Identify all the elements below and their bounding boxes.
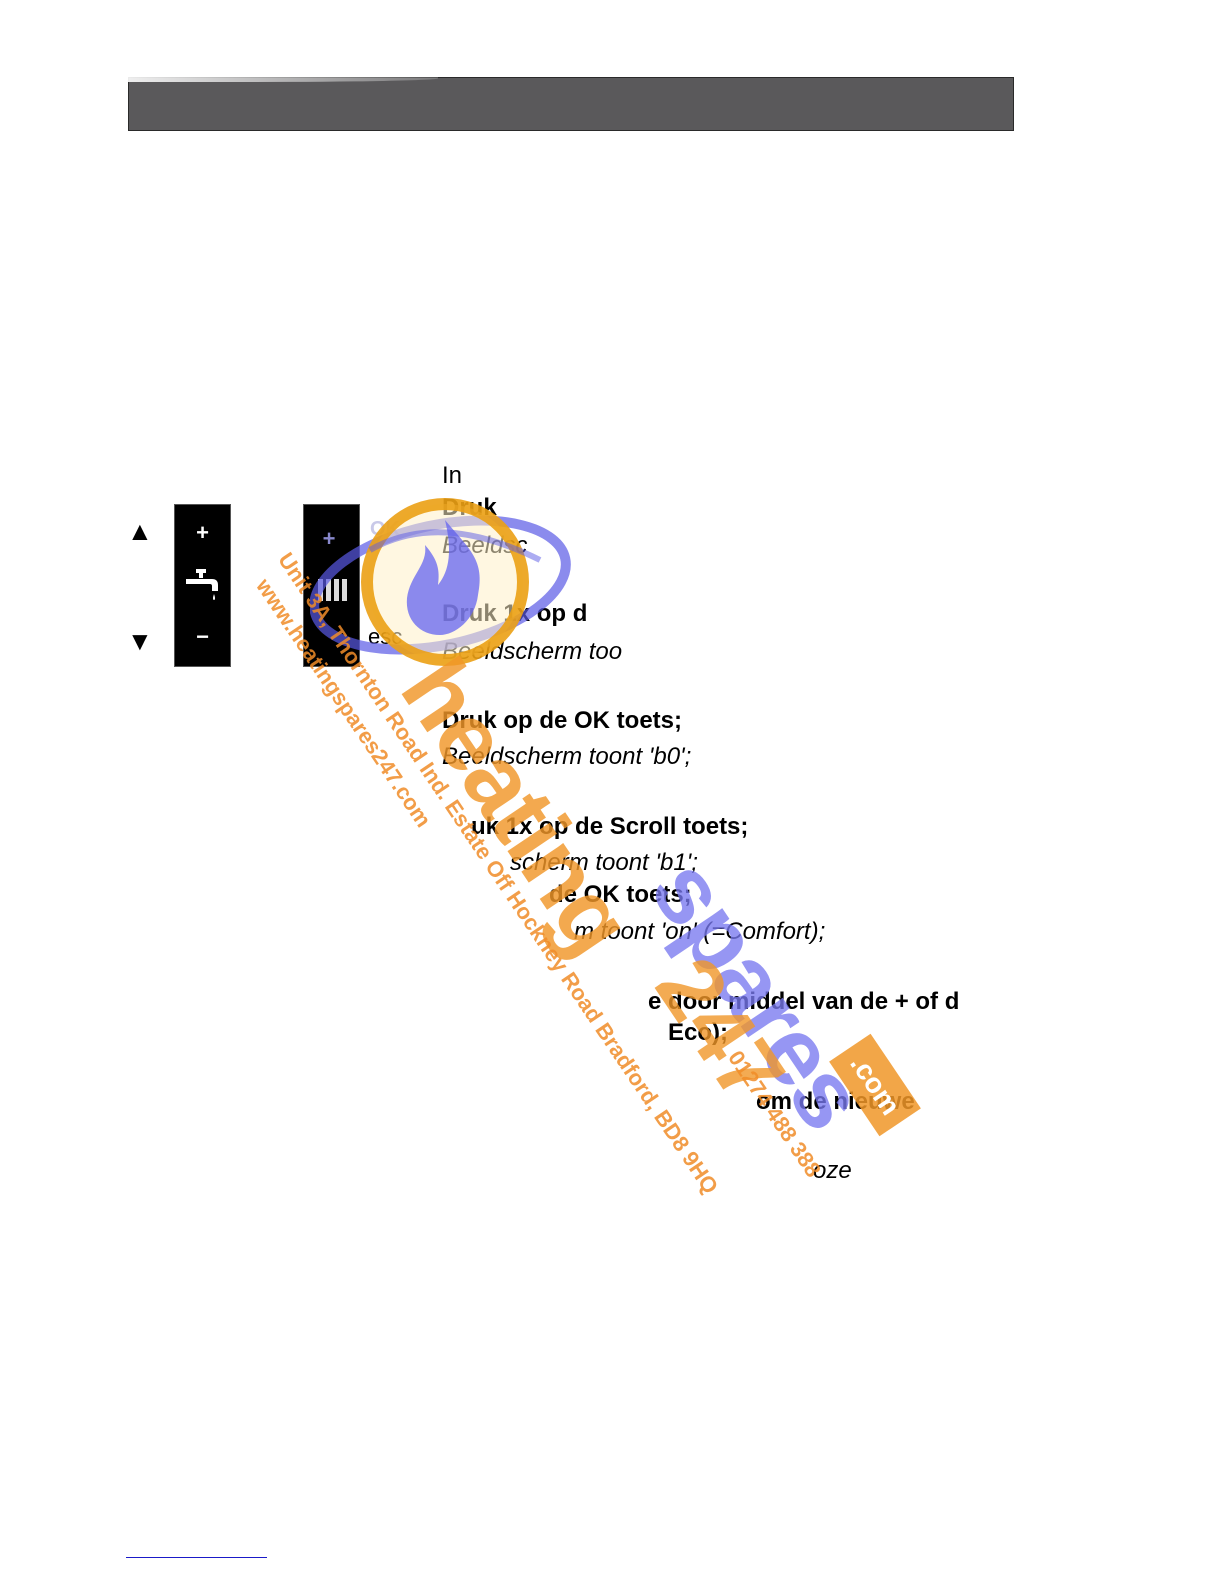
tap-icon <box>186 569 218 600</box>
esc-label: esc <box>368 624 403 649</box>
step-6-text: e door middel van de + of d <box>648 988 960 1015</box>
intro-text: In <box>442 462 463 489</box>
section-header-bar <box>128 77 1014 131</box>
step-1-result: Beeldsc <box>442 532 528 559</box>
dhw-control-panel: + − <box>174 504 231 667</box>
step-1-text: Druk <box>442 494 497 521</box>
step-7-result: oze <box>813 1157 852 1184</box>
plus-button[interactable]: + <box>196 520 209 545</box>
step-5-result: m toont 'on' (=Comfort); <box>574 918 826 945</box>
footer-rule <box>126 1557 267 1558</box>
step-4-result: scherm toont 'b1'; <box>510 849 698 876</box>
ok-label: OK <box>370 518 400 540</box>
step-5-text: de OK toets; <box>549 881 692 908</box>
arrow-down-icon: ▼ <box>127 626 153 656</box>
step-3-result: Beeldscherm toont 'b0'; <box>442 743 692 770</box>
arrow-up-icon: ▲ <box>127 516 153 546</box>
step-6-text-cont: Eco); <box>668 1019 728 1046</box>
header-highlight <box>128 76 438 82</box>
minus-button[interactable]: − <box>196 624 209 649</box>
step-2-text: Druk 1x op d <box>442 600 588 627</box>
plus-button-2[interactable]: + <box>322 526 336 551</box>
step-4-text: uk 1x op de Scroll toets; <box>471 813 749 840</box>
step-3-text: Druk op de OK toets; <box>442 707 683 734</box>
